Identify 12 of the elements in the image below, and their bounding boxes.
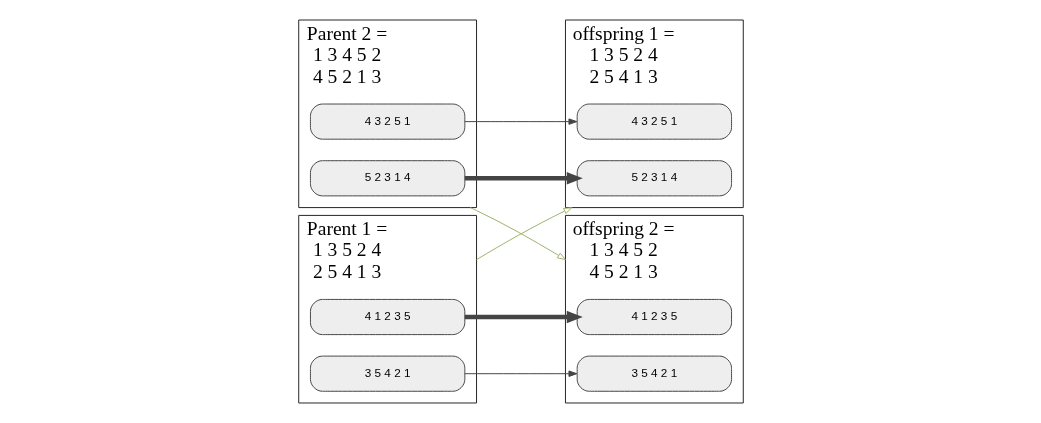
node-box: 5 2 3 1 4 — [576, 160, 732, 197]
node-box: 4 1 2 3 5 — [576, 298, 732, 336]
arrow — [463, 118, 577, 125]
node-box: 3 5 4 2 1 — [309, 355, 465, 392]
node-box: 4 3 2 5 1 — [576, 103, 732, 140]
node-box: 4 3 2 5 1 — [309, 103, 465, 140]
arrow — [464, 171, 583, 185]
arrow — [463, 370, 577, 377]
node-box: 5 2 3 1 4 — [309, 160, 465, 197]
arrow — [464, 310, 583, 324]
node-box: 4 1 2 3 5 — [309, 298, 465, 336]
node-box: 3 5 4 2 1 — [576, 355, 732, 392]
